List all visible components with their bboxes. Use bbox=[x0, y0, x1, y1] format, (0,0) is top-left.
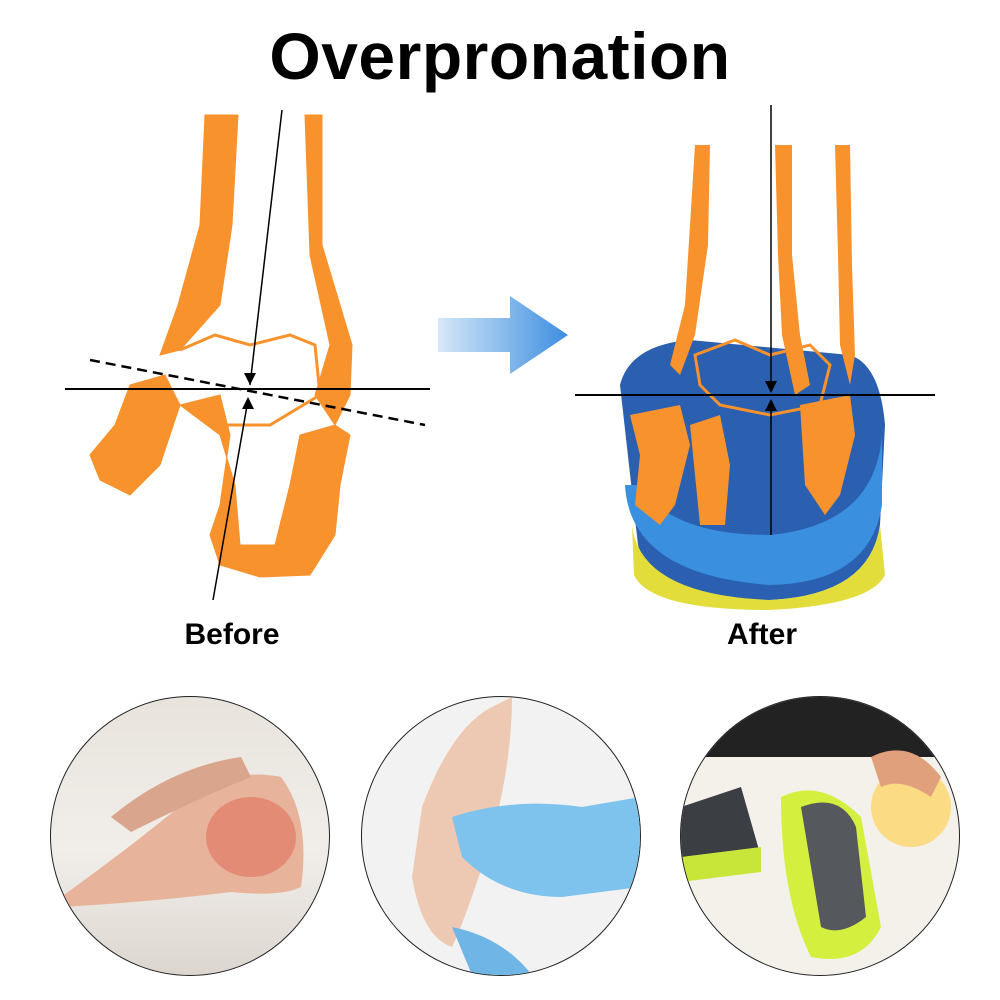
running-shoe-stretch-photo bbox=[680, 696, 960, 976]
page-title: Overpronation bbox=[269, 19, 731, 93]
before-label: Before bbox=[184, 618, 280, 651]
after-label: After bbox=[726, 618, 797, 651]
foot-examination-photo bbox=[361, 696, 641, 976]
right-arrow-icon bbox=[438, 296, 568, 374]
after-foot-with-insole-diagram bbox=[575, 105, 935, 610]
before-foot-diagram bbox=[65, 109, 430, 601]
heel-pain-photo bbox=[50, 696, 330, 976]
